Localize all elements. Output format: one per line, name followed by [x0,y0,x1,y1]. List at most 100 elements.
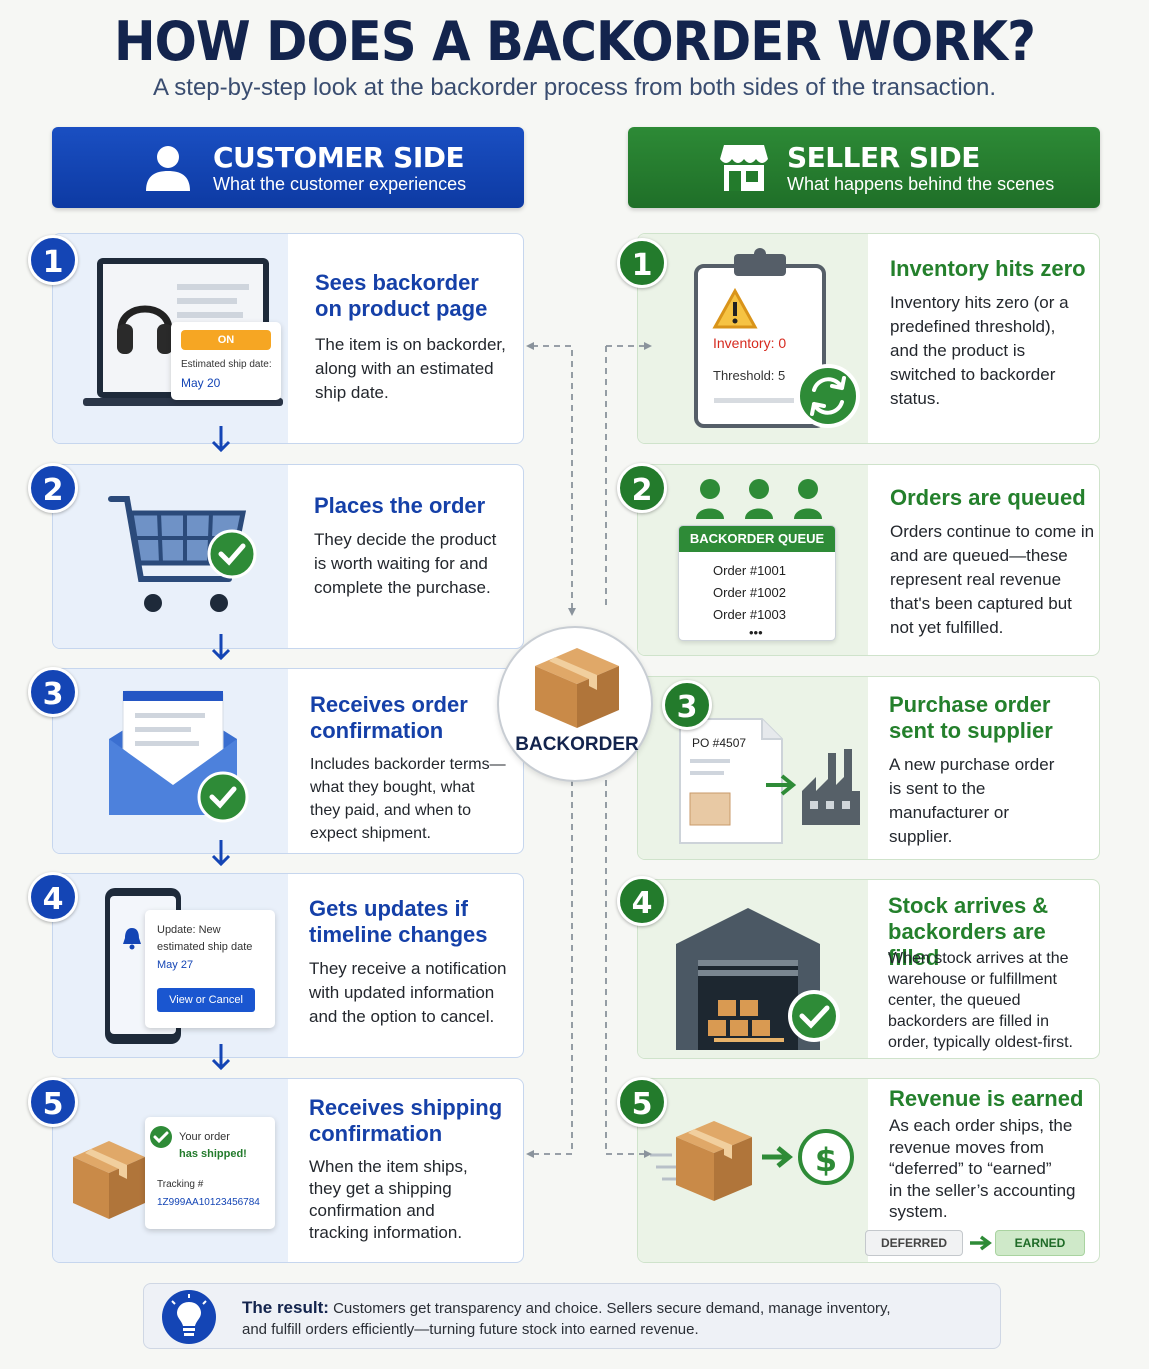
seller-side-subtitle: What happens behind the scenes [787,174,1055,194]
customer-step-4-number: 4 [28,872,78,922]
lightbulb-icon [162,1290,216,1344]
backorder-center-badge: BACKORDER [497,626,653,782]
customer-step-5-card: Your order has shipped! Tracking # 1Z999… [52,1078,524,1263]
seller-step-1-card: Inventory: 0 Threshold: 5 Inventory hits… [637,233,1100,444]
customer-step-5-number: 5 [28,1077,78,1127]
seller-step-5-illustration: $ [638,1079,868,1262]
person-icon [696,479,822,519]
seller-step-4-illustration [638,880,868,1058]
seller-step-3-number: 3 [662,680,712,730]
customer-step-3-body: Includes backorder terms— what they boug… [310,756,506,842]
customer-step-5-title: Receives shipping confirmation [309,1095,503,1146]
seller-step-4-body: When stock arrives at the warehouse or f… [888,950,1073,1051]
seller-step-1-title: Inventory hits zero [890,256,1086,281]
customer-side-subtitle: What the customer experiences [213,174,467,194]
shipping-package-icon [650,1121,854,1201]
dollar-icon: $ [815,1141,837,1179]
estimated-ship-label: Estimated ship date: [181,359,272,370]
tracking-label: Tracking # [157,1179,204,1190]
seller-side-header: SELLER SIDE What happens behind the scen… [628,127,1100,208]
customer-step-4-body: They receive a notification with updated… [309,959,507,1026]
queue-more: ••• [749,625,763,640]
shipped-notification: Your order has shipped! Tracking # 1Z999… [145,1117,275,1229]
customer-step-1-title: Sees backorder on product page [315,270,488,321]
bell-icon [123,928,141,950]
dashed-connectors [526,342,652,1158]
seller-step-2-card: BACKORDER QUEUE Order #1001 Order #1002 … [637,464,1100,656]
storefront-icon [720,145,768,191]
seller-step-2-title: Orders are queued [890,485,1086,510]
seller-step-1-body: Inventory hits zero (or a predefined thr… [890,293,1069,408]
customer-side-title: CUSTOMER SIDE [213,141,465,174]
seller-step-5-number: 5 [617,1077,667,1127]
package-icon [73,1141,145,1219]
seller-step-5-title: Revenue is earned [889,1086,1084,1111]
customer-step-3-illustration [53,669,288,853]
update-line-2: estimated ship date [157,941,253,953]
customer-step-1-body: The item is on backorder, along with an … [315,335,506,402]
po-number-label: PO #4507 [692,736,747,750]
on-backorder-badge: ON BACKORDER [181,330,271,366]
warning-icon [712,288,758,329]
package-icon [535,648,619,728]
view-or-cancel-button[interactable]: View or Cancel [157,988,255,1012]
seller-step-5-card: $ Revenue is earned As each order ships,… [637,1078,1100,1263]
update-line-1: Update: New [157,924,221,936]
estimated-ship-date: May 20 [181,376,221,390]
update-date: May 27 [157,959,194,971]
seller-step-4-title: Stock arrives & backorders are filled [888,893,1049,970]
seller-step-4-number: 4 [617,876,667,926]
shipped-line-2: has shipped! [179,1148,247,1160]
customer-step-4-illustration: Update: New estimated ship date May 27 V… [53,874,288,1057]
seller-step-2-body: Orders continue to come in and are queue… [890,522,1095,637]
seller-step-5-body: As each order ships, the revenue moves f… [889,1116,1076,1221]
customer-step-2-illustration [53,465,288,648]
page-subtitle: A step-by-step look at the backorder pro… [152,74,997,101]
result-text-line-1: The result: Customers get transparency a… [242,1298,891,1317]
backorder-center-label: BACKORDER [515,734,639,755]
queue-list: Order #1001 Order #1002 Order #1003 ••• [713,560,786,640]
user-icon [146,146,190,191]
arrow-right-icon [766,774,797,796]
arrow-down-icon [211,634,231,661]
customer-step-5-body: When the item ships, they get a shipping… [309,1157,468,1242]
factory-icon [802,749,860,825]
backorder-queue-panel: BACKORDER QUEUE Order #1001 Order #1002 … [678,525,836,641]
shipped-line-1: Your order [179,1131,230,1143]
inventory-label: Inventory: 0 [713,335,787,351]
customer-step-2-card: Places the order They decide the product… [52,464,524,649]
seller-step-2-number: 2 [617,463,667,513]
document-icon [679,718,783,844]
customer-side-header: CUSTOMER SIDE What the customer experien… [52,127,524,208]
seller-step-2-illustration: BACKORDER QUEUE Order #1001 Order #1002 … [638,465,868,655]
customer-step-3-card: Receives order confirmation Includes bac… [52,668,524,854]
customer-step-2-body: They decide the product is worth waiting… [314,530,497,597]
customer-step-5-illustration: Your order has shipped! Tracking # 1Z999… [53,1079,288,1262]
customer-step-4-card: Update: New estimated ship date May 27 V… [52,873,524,1058]
seller-step-4-card: Stock arrives & backorders are filled Wh… [637,879,1100,1059]
customer-step-2-title: Places the order [314,493,486,518]
customer-step-4-title: Gets updates if timeline changes [309,896,488,947]
seller-side-title: SELLER SIDE [787,141,980,174]
customer-step-1-card: ON BACKORDER Estimated ship date: May 20… [52,233,524,444]
customer-step-3-number: 3 [28,667,78,717]
warehouse-icon [676,908,840,1050]
checkmark-icon [207,529,257,579]
result-text-line-2: and fulfill orders efficiently—turning f… [242,1321,699,1338]
result-callout: The result: Customers get transparency a… [143,1283,1001,1349]
threshold-label: Threshold: 5 [713,368,786,383]
page-title: HOW DOES A BACKORDER WORK? [113,10,1036,73]
customer-step-1-illustration: ON BACKORDER Estimated ship date: May 20 [53,234,288,443]
tracking-number[interactable]: 1Z999AA10123456784 [157,1197,260,1208]
checkmark-icon [197,771,249,823]
customer-step-1-number: 1 [28,235,78,285]
arrow-right-icon [970,1235,992,1251]
result-lead: The result: [242,1298,329,1317]
customer-step-2-number: 2 [28,463,78,513]
arrow-down-icon [211,840,231,867]
update-notification: Update: New estimated ship date May 27 V… [145,910,275,1028]
earned-pill: EARNED [995,1230,1085,1256]
seller-step-3-title: Purchase order sent to supplier [889,692,1053,743]
seller-step-1-number: 1 [617,238,667,288]
deferred-pill: DEFERRED [865,1230,963,1256]
